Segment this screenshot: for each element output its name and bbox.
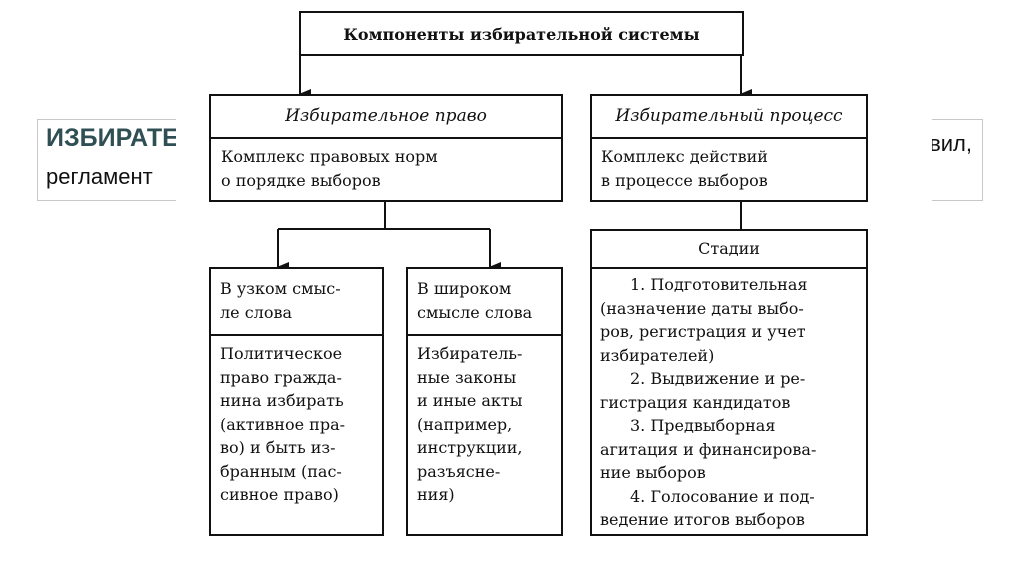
stage-line: 1. Подготовительная <box>630 275 808 294</box>
stage-line: агитация и финансирова- <box>600 439 817 459</box>
stages-box: Стадии 1. Подготовительная (назначение д… <box>590 229 868 536</box>
electoral-law-title: Избирательное право <box>285 106 487 126</box>
stage-line: (назначение даты выбо- <box>600 298 804 318</box>
electoral-law-body: Комплекс правовых норм о порядке выборов <box>221 147 438 190</box>
slide-subtitle-fragment: регламент <box>46 164 153 189</box>
slide-text-fragment-right: вил, <box>929 131 972 156</box>
electoral-law-box: Избирательное право Комплекс правовых но… <box>209 94 563 202</box>
stages-title: Стадии <box>698 239 760 258</box>
stages-list: 1. Подготовительная (назначение даты выб… <box>592 269 866 532</box>
stage-line: 3. Предвыборная <box>630 416 776 435</box>
stages-header: Стадии <box>592 231 866 269</box>
narrow-sense-body: Политическое право гражда- нина избирать… <box>220 344 346 504</box>
broad-sense-header: В широком смысле слова <box>408 269 561 336</box>
stage-line: ведение итогов выборов <box>600 510 805 529</box>
narrow-sense-header: В узком смыс- ле слова <box>211 269 382 336</box>
electoral-process-header: Избирательный процесс <box>592 96 866 139</box>
broad-sense-body: Избиратель- ные законы и иные акты (напр… <box>417 344 523 504</box>
stage-line: 2. Выдвижение и ре- <box>630 369 806 388</box>
stage-line: 4. Голосование и под- <box>630 486 815 506</box>
broad-sense-title: В широком смысле слова <box>417 279 533 322</box>
electoral-law-header: Избирательное право <box>211 96 561 139</box>
stage-line: избирателей) <box>600 345 715 365</box>
narrow-sense-box: В узком смыс- ле слова Политическое прав… <box>209 267 384 536</box>
electoral-process-body: Комплекс действий в процессе выборов <box>601 147 768 190</box>
narrow-sense-title: В узком смыс- ле слова <box>220 279 341 322</box>
root-box: Компоненты избирательной системы <box>299 11 744 56</box>
stage-line: ние выборов <box>600 463 706 482</box>
electoral-process-box: Избирательный процесс Комплекс действий … <box>590 94 868 202</box>
root-label: Компоненты избирательной системы <box>343 25 700 44</box>
stage-line: ров, регистрация и учет <box>600 322 806 341</box>
stage-line: гистрация кандидатов <box>600 392 791 412</box>
electoral-process-title: Избирательный процесс <box>615 106 843 126</box>
slide-title-fragment: ИЗБИРАТЕ <box>46 124 179 152</box>
broad-sense-box: В широком смысле слова Избиратель- ные з… <box>406 267 563 536</box>
